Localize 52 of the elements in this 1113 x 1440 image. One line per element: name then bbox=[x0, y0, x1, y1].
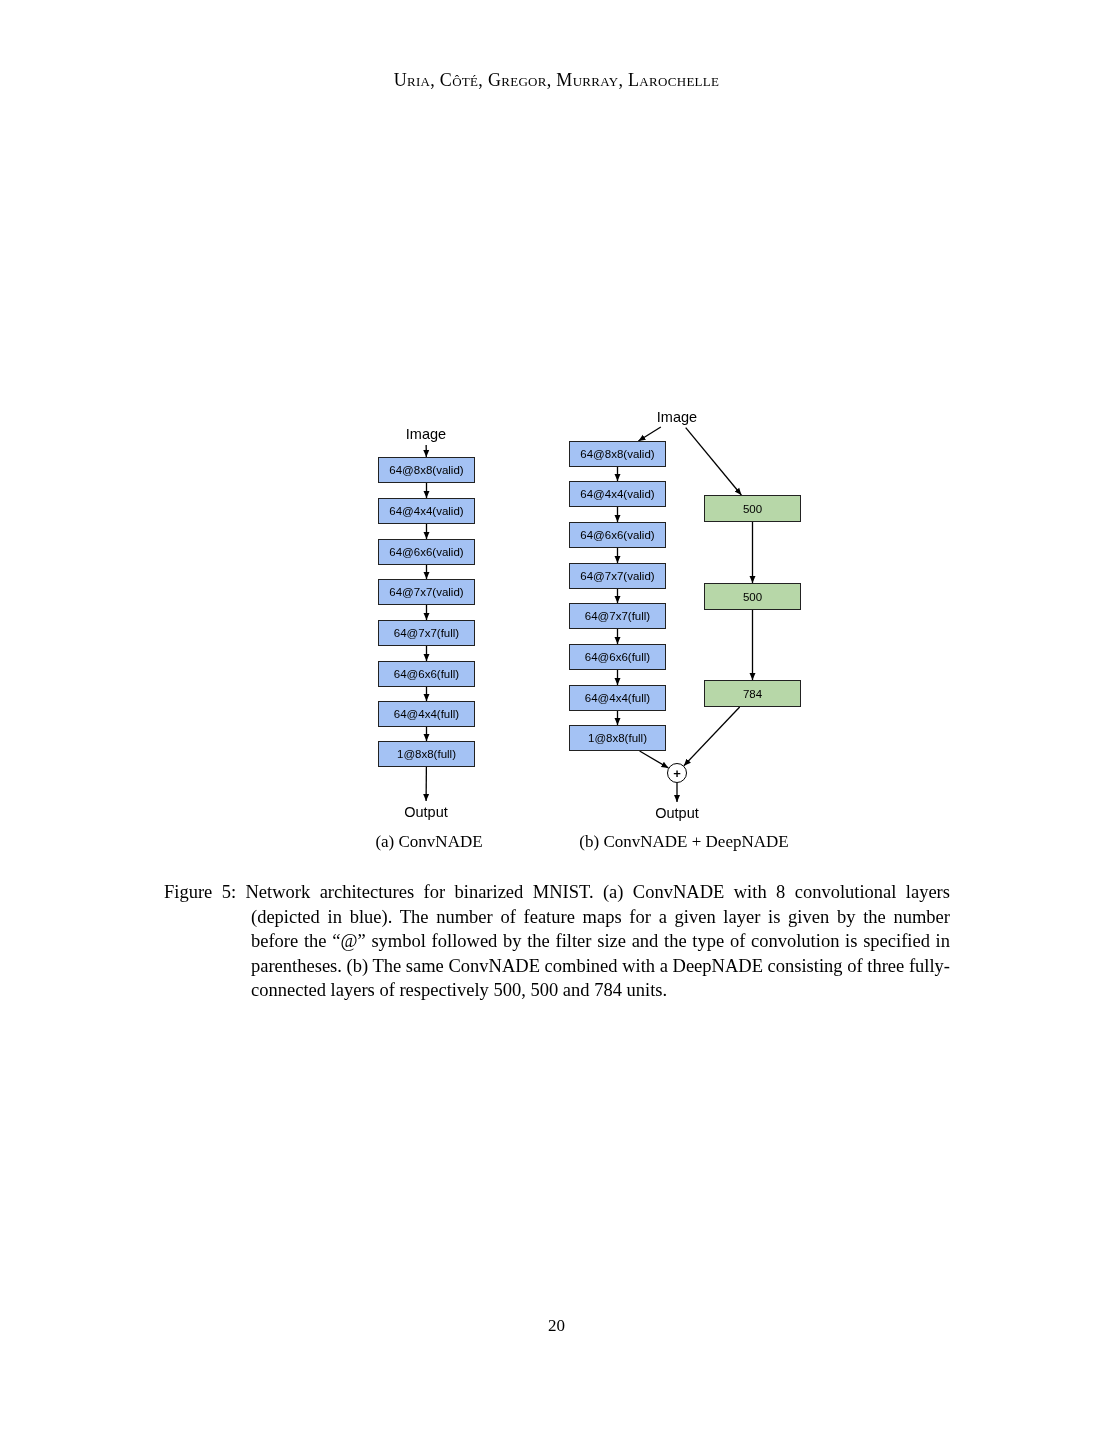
layer-box: 64@8x8(valid) bbox=[569, 441, 666, 467]
sum-node: + bbox=[667, 763, 687, 783]
layer-box: 500 bbox=[704, 583, 801, 610]
arrow bbox=[423, 766, 430, 802]
arrow bbox=[423, 604, 430, 621]
arrow bbox=[423, 686, 430, 702]
arrow bbox=[614, 466, 621, 482]
layer-box: 64@4x4(full) bbox=[569, 685, 666, 711]
layer-box: 500 bbox=[704, 495, 801, 522]
arrow bbox=[423, 564, 430, 580]
io-label: Output bbox=[401, 803, 451, 821]
arrow bbox=[749, 521, 756, 584]
layer-box: 64@8x8(valid) bbox=[378, 457, 475, 483]
arrow bbox=[637, 426, 662, 442]
arrow bbox=[423, 645, 430, 662]
arrow bbox=[423, 523, 430, 540]
arrow bbox=[614, 506, 621, 523]
layer-box: 784 bbox=[704, 680, 801, 707]
arrow bbox=[749, 609, 756, 681]
subfigure-caption: (a) ConvNADE bbox=[375, 832, 483, 852]
layer-box: 64@7x7(valid) bbox=[378, 579, 475, 605]
arrow bbox=[423, 444, 430, 458]
io-label: Output bbox=[652, 804, 702, 822]
arrow bbox=[423, 726, 430, 742]
arrow bbox=[614, 588, 621, 604]
layer-box: 64@7x7(valid) bbox=[569, 563, 666, 589]
arrow bbox=[683, 706, 741, 767]
layer-box: 1@8x8(full) bbox=[378, 741, 475, 767]
io-label: Image bbox=[401, 425, 451, 443]
arrow bbox=[614, 547, 621, 564]
subfigure-caption: (b) ConvNADE + DeepNADE bbox=[579, 832, 789, 852]
layer-box: 64@6x6(full) bbox=[569, 644, 666, 670]
arrow bbox=[685, 426, 742, 496]
arrow bbox=[674, 782, 680, 803]
io-label: Image bbox=[652, 408, 702, 426]
layer-box: 64@7x7(full) bbox=[569, 603, 666, 629]
layer-box: 64@7x7(full) bbox=[378, 620, 475, 646]
layer-box: 1@8x8(full) bbox=[569, 725, 666, 751]
layer-box: 64@6x6(valid) bbox=[569, 522, 666, 548]
layer-box: 64@4x4(full) bbox=[378, 701, 475, 727]
layer-box: 64@6x6(valid) bbox=[378, 539, 475, 565]
arrow bbox=[614, 628, 621, 645]
arrow bbox=[638, 750, 670, 769]
arrow bbox=[614, 710, 621, 726]
running-header: Uria, Côté, Gregor, Murray, Larochelle bbox=[392, 70, 721, 91]
layer-box: 64@4x4(valid) bbox=[569, 481, 666, 507]
layer-box: 64@6x6(full) bbox=[378, 661, 475, 687]
arrow bbox=[614, 669, 621, 686]
page-number: 20 bbox=[547, 1316, 566, 1336]
figure-caption: Figure 5: Network architectures for binarized MNIST. (a) ConvNADE with 8 convolutional layers (depicted in blue). The number of feature maps for a given layer is given by the number before the “@” symbol followed by the filter size and the type of convolution is specified in parentheses. (b) The same ConvNADE combined with a DeepNADE consisting of three fully-connected layers of respectively 500, 500 and 784 units. bbox=[164, 881, 950, 1003]
layer-box: 64@4x4(valid) bbox=[378, 498, 475, 524]
arrow bbox=[423, 482, 430, 499]
